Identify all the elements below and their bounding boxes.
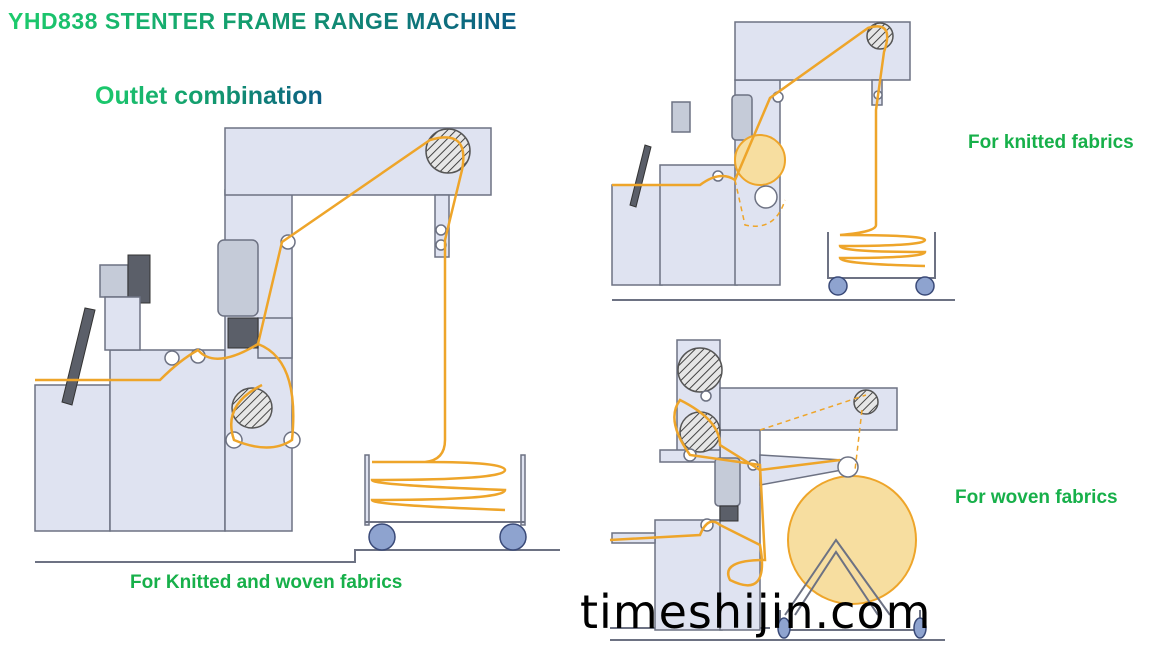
wheel-icon <box>368 523 396 551</box>
hatched-roller-icon <box>679 411 721 453</box>
hatched-roller-icon <box>231 387 273 429</box>
page-title: YHD838 STENTER FRAME RANGE MACHINE <box>8 8 517 34</box>
watermark: timeshijin.com <box>580 585 932 639</box>
wheel-icon <box>915 276 935 296</box>
section-subtitle: Outlet combination <box>95 82 323 110</box>
label-knitted: For knitted fabrics <box>968 132 1134 153</box>
wheel-icon <box>777 617 791 639</box>
label-knitted-and-woven: For Knitted and woven fabrics <box>130 572 403 593</box>
hatched-roller-icon <box>853 389 879 415</box>
wheel-icon <box>499 523 527 551</box>
hatched-roller-icon <box>425 128 471 174</box>
wheel-icon <box>828 276 848 296</box>
label-woven: For woven fabrics <box>955 487 1118 508</box>
diagram-knitted <box>611 21 955 301</box>
wheel-icon <box>913 617 927 639</box>
diagram-knitted-and-woven <box>34 127 560 563</box>
hatched-roller-icon <box>677 347 723 393</box>
fabric-roll-icon <box>734 134 786 186</box>
diagram-woven <box>609 339 945 641</box>
